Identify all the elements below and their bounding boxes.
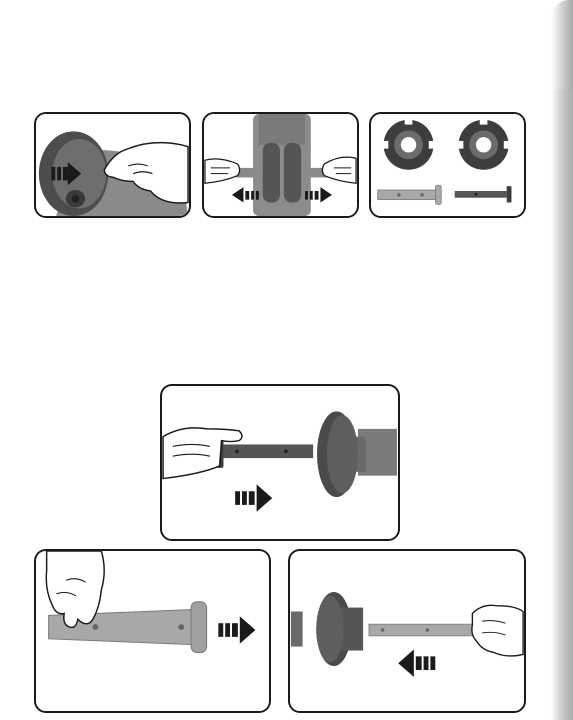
step-figure-insert-from-right bbox=[288, 549, 526, 713]
parts-illustration bbox=[371, 114, 524, 216]
push-axle-illustration bbox=[36, 551, 269, 711]
step-figure-press-wheel bbox=[34, 112, 191, 218]
press-wheel-illustration bbox=[36, 114, 189, 216]
pull-pins-illustration bbox=[204, 114, 357, 216]
step-figure-parts bbox=[369, 112, 526, 218]
axle-icon bbox=[369, 624, 476, 636]
insert-axle-illustration bbox=[162, 386, 398, 539]
page-edge-tab bbox=[551, 0, 573, 720]
step-figure-insert-axle bbox=[160, 384, 400, 541]
step-figure-push-axle bbox=[34, 549, 271, 713]
step-figure-pull-pins bbox=[202, 112, 359, 218]
insert-from-right-illustration bbox=[290, 551, 524, 711]
